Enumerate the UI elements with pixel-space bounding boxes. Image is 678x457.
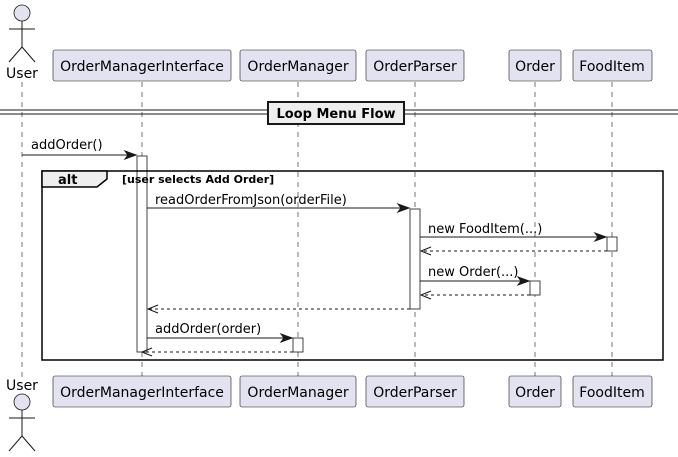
message-add-order: addOrder() — [22, 138, 138, 161]
svg-text:addOrder(): addOrder() — [31, 138, 103, 153]
svg-text:OrderManager: OrderManager — [247, 59, 348, 75]
activation-food-item — [606, 236, 618, 252]
return-order-manager — [140, 347, 293, 357]
svg-text:FoodItem: FoodItem — [579, 59, 644, 75]
participant-food-item-top: FoodItem — [572, 49, 653, 82]
actor-head — [13, 4, 31, 22]
alt-frame: alt [user selects Add Order] — [41, 170, 664, 361]
participant-order-bottom: Order — [508, 375, 562, 408]
participant-order-manager-interface-bottom: OrderManagerInterface — [52, 375, 232, 408]
divider: Loop Menu Flow — [0, 101, 678, 125]
message-new-food-item: new FoodItem(...) — [420, 222, 608, 243]
return-order-parser — [146, 304, 410, 314]
svg-text:OrderManager: OrderManager — [247, 385, 348, 401]
svg-text:readOrderFromJson(orderFile): readOrderFromJson(orderFile) — [155, 193, 347, 208]
activation-order-manager — [292, 337, 304, 353]
participant-order-parser-top: OrderParser — [365, 49, 465, 82]
divider-title: Loop Menu Flow — [276, 107, 395, 122]
participant-order-manager-top: OrderManager — [239, 49, 357, 82]
svg-text:addOrder(order): addOrder(order) — [155, 322, 261, 337]
participant-order-parser-bottom: OrderParser — [365, 375, 465, 408]
svg-text:OrderManagerInterface: OrderManagerInterface — [60, 59, 224, 75]
svg-text:Order: Order — [515, 385, 555, 401]
activation-order — [529, 280, 541, 296]
message-read-order-from-json: readOrderFromJson(orderFile) — [147, 193, 411, 214]
svg-text:OrderParser: OrderParser — [373, 385, 457, 401]
svg-text:new FoodItem(...): new FoodItem(...) — [428, 222, 542, 237]
participant-order-manager-bottom: OrderManager — [239, 375, 357, 408]
actor-user-top: User — [6, 4, 38, 82]
message-new-order: new Order(...) — [420, 265, 531, 287]
alt-keyword: alt — [58, 173, 77, 188]
message-add-order-order: addOrder(order) — [147, 322, 294, 344]
return-food-item — [419, 246, 607, 256]
activation-order-parser — [409, 208, 421, 310]
actor-label-top: User — [6, 66, 38, 82]
actor-label-bottom: User — [6, 378, 38, 394]
svg-text:OrderParser: OrderParser — [373, 59, 457, 75]
actor-user-bottom: User — [6, 378, 38, 452]
participant-order-manager-interface-top: OrderManagerInterface — [52, 49, 232, 82]
return-order — [419, 290, 530, 300]
svg-text:Order: Order — [515, 59, 555, 75]
actor-head — [13, 393, 31, 411]
svg-text:new Order(...): new Order(...) — [428, 265, 519, 280]
svg-text:OrderManagerInterface: OrderManagerInterface — [60, 385, 224, 401]
participant-order-top: Order — [508, 49, 562, 82]
svg-text:FoodItem: FoodItem — [579, 385, 644, 401]
alt-condition: [user selects Add Order] — [122, 173, 274, 186]
participant-food-item-bottom: FoodItem — [572, 375, 653, 408]
